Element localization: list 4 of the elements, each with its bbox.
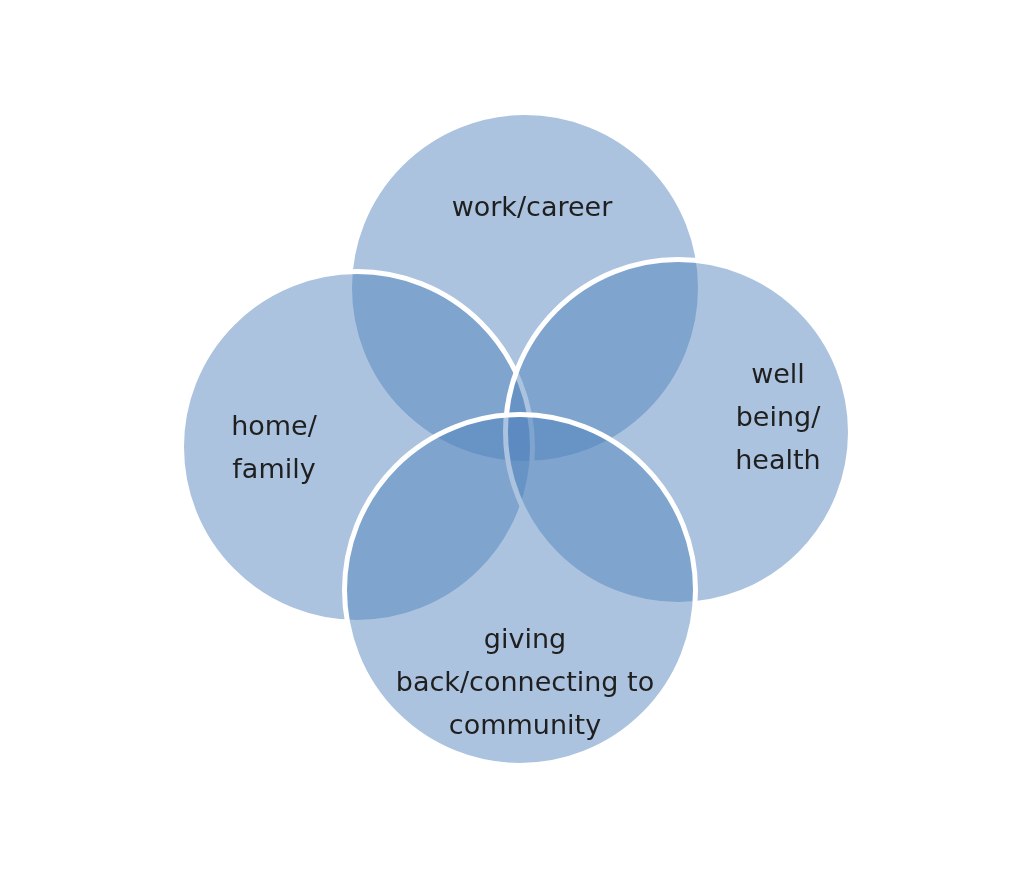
circle-label: home/ family	[230, 409, 318, 487]
circle-label: giving back/connecting to community	[394, 622, 656, 743]
circle-label: well being/ health	[734, 357, 822, 478]
circle-label: work/career	[450, 190, 614, 224]
